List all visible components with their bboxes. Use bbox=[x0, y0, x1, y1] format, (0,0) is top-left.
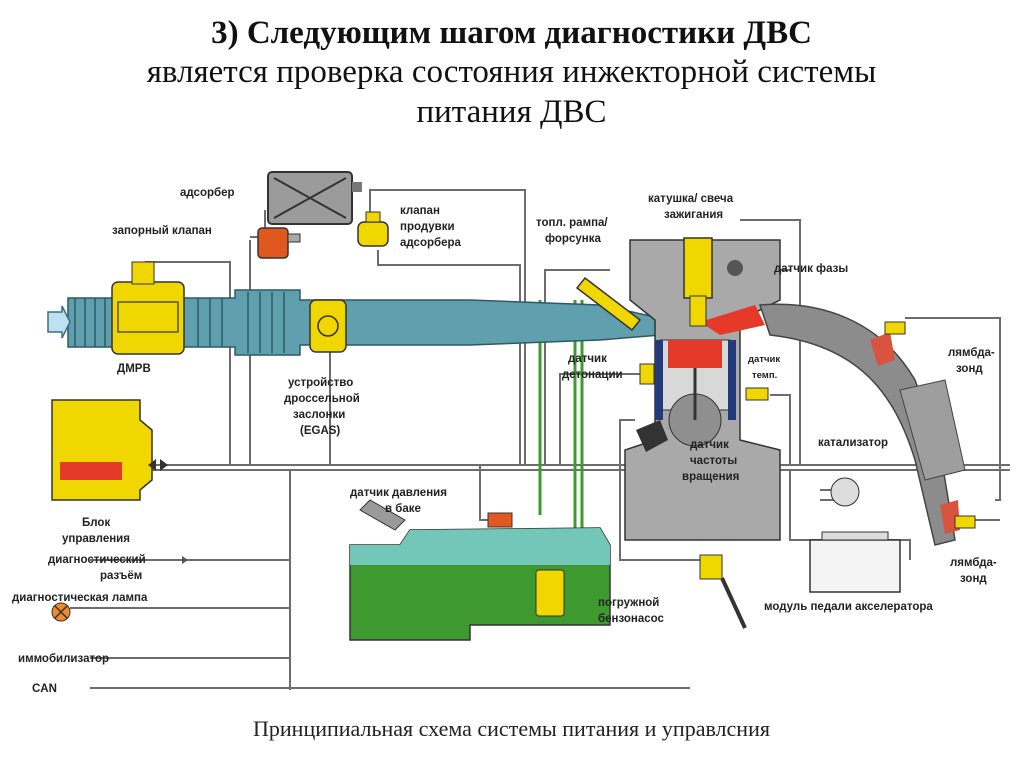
pedal-module-box bbox=[809, 477, 901, 593]
label-knock-1: датчик bbox=[568, 353, 607, 365]
label-throttle-3: заслонки bbox=[293, 409, 345, 421]
label-ecu-2: управления bbox=[62, 533, 130, 545]
slide-title: 3) Следующим шагом диагностики ДВС являе… bbox=[0, 14, 1023, 132]
label-throttle-1: устройство bbox=[288, 377, 353, 389]
label-crank-2: частоты bbox=[690, 455, 737, 467]
temp-sensor bbox=[745, 387, 769, 401]
label-tank-pressure-2: в баке bbox=[385, 503, 421, 515]
label-can: CAN bbox=[32, 683, 57, 695]
label-tank-pressure-1: датчик давления bbox=[350, 487, 447, 499]
phase-sensor bbox=[727, 260, 743, 276]
label-fuel-rail-1: топл. рампа/ bbox=[536, 217, 608, 229]
label-fuel-rail-2: форсунка bbox=[545, 233, 601, 245]
accelerator-pedal bbox=[699, 554, 747, 629]
ignition-coil bbox=[683, 237, 713, 327]
label-immobilizer: иммобилизатор bbox=[18, 653, 109, 665]
label-pump-1: погружной bbox=[598, 597, 659, 609]
label-coil-1: катушка/ свеча bbox=[648, 193, 734, 205]
label-diag-conn-1: диагностический bbox=[48, 554, 146, 566]
label-lambda2-2: зонд bbox=[960, 573, 987, 585]
label-throttle-4: (EGAS) bbox=[300, 425, 340, 437]
exhaust-pipe bbox=[758, 303, 976, 546]
title-line-3: питания ДВС bbox=[416, 94, 607, 130]
label-phase-sensor: датчик фазы bbox=[774, 263, 848, 275]
crank-sensor bbox=[636, 420, 668, 452]
throttle-body bbox=[309, 299, 347, 353]
label-throttle-2: дроссельной bbox=[284, 393, 360, 405]
shutoff-valve bbox=[257, 227, 301, 259]
label-lambda1-1: лямбда- bbox=[948, 347, 995, 359]
lambda-probe-1 bbox=[870, 332, 895, 366]
label-shutoff-valve: запорный клапан bbox=[112, 225, 212, 237]
label-lambda2-1: лямбда- bbox=[950, 557, 997, 569]
catalyst-body bbox=[899, 379, 966, 481]
label-crank-3: вращения bbox=[682, 471, 739, 483]
label-crank-1: датчик bbox=[690, 439, 729, 451]
fuel-injector bbox=[575, 276, 642, 332]
label-purge-valve-1: клапан bbox=[400, 205, 440, 217]
label-diag-conn-2: разъём bbox=[100, 570, 142, 582]
adsorber bbox=[267, 171, 362, 225]
ecu-block bbox=[51, 399, 153, 501]
knock-sensor bbox=[639, 363, 655, 385]
double-arrow-icon bbox=[148, 459, 188, 564]
fuel-tank bbox=[349, 499, 611, 641]
label-diag-lamp: диагностическая лампа bbox=[12, 592, 148, 604]
label-coil-2: зажигания bbox=[664, 209, 723, 221]
label-knock-2: детонации bbox=[562, 369, 623, 381]
lamp-x-icon bbox=[51, 602, 71, 622]
fuel-pump bbox=[535, 569, 565, 617]
label-maf: ДМРВ bbox=[117, 363, 151, 375]
engine-block bbox=[624, 239, 781, 541]
label-purge-valve-2: продувки bbox=[400, 221, 455, 233]
label-lambda1-2: зонд bbox=[956, 363, 983, 375]
label-pump-2: бензонасос bbox=[598, 613, 665, 625]
arrow-right-icon bbox=[47, 305, 71, 339]
label-catalyst: катализатор bbox=[818, 437, 888, 449]
label-temp-1: датчик bbox=[748, 354, 780, 365]
tank-pressure-sensor bbox=[487, 512, 513, 528]
label-pedal: модуль педали акселератора bbox=[764, 601, 933, 613]
label-adsorber: адсорбер bbox=[180, 187, 235, 199]
label-temp-2: темп. bbox=[752, 370, 777, 381]
diagram-caption: Принципиальная схема системы питания и у… bbox=[253, 716, 770, 741]
title-line-2: является проверка состояния инжекторной … bbox=[146, 54, 877, 90]
label-purge-valve-3: адсорбера bbox=[400, 237, 462, 249]
label-ecu-1: Блок bbox=[82, 517, 110, 529]
maf-sensor bbox=[111, 261, 185, 355]
purge-valve bbox=[357, 211, 389, 247]
title-line-1: 3) Следующим шагом диагностики ДВС bbox=[211, 15, 812, 51]
